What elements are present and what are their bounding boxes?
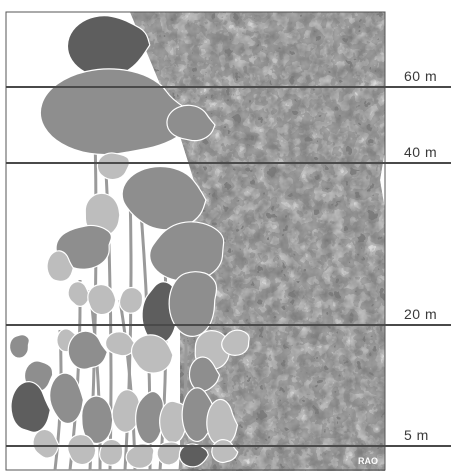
height-label-40m: 40 m — [404, 145, 450, 159]
ground-plant-10 — [100, 439, 123, 465]
ground-plant-11 — [126, 444, 154, 469]
mid-canopy-right — [150, 222, 224, 281]
understory-plant-1 — [68, 282, 89, 307]
height-label-5m: 5 m — [404, 428, 450, 442]
ground-plant-9 — [68, 434, 96, 464]
understory-plant-3 — [120, 287, 143, 313]
understory-plant-2 — [88, 285, 116, 315]
understory-plant-12 — [10, 335, 30, 359]
ground-plant-8 — [33, 429, 59, 458]
watermark-text: RAO — [358, 456, 378, 466]
height-label-60m: 60 m — [404, 69, 450, 83]
understory-plant-7 — [68, 331, 107, 369]
mid-canopy-top — [97, 153, 129, 180]
height-label-20m: 20 m — [404, 307, 450, 321]
ground-plant-4 — [136, 391, 164, 443]
ground-plant-3 — [112, 390, 139, 433]
